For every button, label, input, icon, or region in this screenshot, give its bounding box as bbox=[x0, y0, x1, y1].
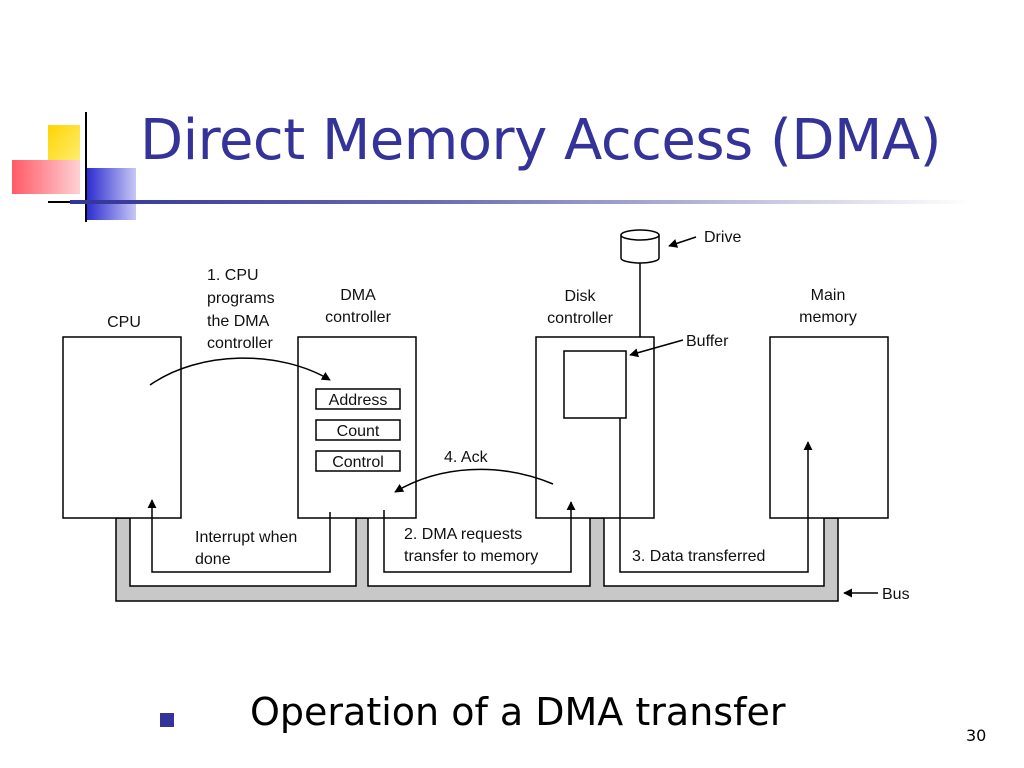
register-count-label: Count bbox=[337, 423, 380, 440]
drive-label-arrow bbox=[668, 236, 697, 248]
cpu-label: CPU bbox=[107, 314, 141, 331]
step2-arrow bbox=[383, 501, 576, 573]
decorative-squares bbox=[12, 112, 136, 222]
bus-label: Bus bbox=[882, 586, 910, 603]
buffer-box bbox=[563, 350, 627, 419]
main-memory-label-line2: memory bbox=[799, 309, 857, 326]
disk-controller-label-line2: controller bbox=[547, 310, 613, 327]
step1-label-line1: 1. CPU bbox=[207, 267, 259, 284]
step1-arrow bbox=[149, 357, 331, 386]
step4-arrow bbox=[394, 468, 554, 493]
buffer-label: Buffer bbox=[686, 333, 729, 350]
step2-label-line2: transfer to memory bbox=[404, 548, 538, 565]
register-control-label: Control bbox=[332, 454, 384, 471]
caption-bullet bbox=[160, 713, 174, 727]
main-memory-box bbox=[769, 336, 889, 519]
buffer-label-arrow bbox=[629, 339, 684, 358]
title-underline bbox=[70, 200, 970, 204]
drive-icon bbox=[620, 229, 660, 264]
slide-caption: Operation of a DMA transfer bbox=[250, 690, 786, 734]
step1-label-line4: controller bbox=[207, 335, 273, 352]
dma-controller-label-line1: DMA bbox=[340, 287, 376, 304]
main-memory-label-line1: Main bbox=[811, 287, 846, 304]
step1-label-line3: the DMA bbox=[207, 313, 270, 330]
interrupt-arrow bbox=[147, 499, 331, 573]
dma-controller-label-line2: controller bbox=[325, 309, 391, 326]
register-control-box bbox=[315, 450, 401, 472]
interrupt-label-line1: Interrupt when bbox=[195, 529, 297, 546]
step2-label-line1: 2. DMA requests bbox=[404, 526, 522, 543]
slide-title: Direct Memory Access (DMA) bbox=[140, 108, 941, 173]
cpu-box bbox=[62, 336, 182, 519]
step1-label-line2: programs bbox=[207, 290, 275, 307]
drive-label: Drive bbox=[704, 229, 741, 246]
page-number: 30 bbox=[966, 726, 987, 745]
disk-controller-label-line1: Disk bbox=[564, 288, 596, 305]
register-address-label: Address bbox=[329, 392, 388, 409]
step3-label: 3. Data transferred bbox=[632, 548, 765, 565]
step4-label: 4. Ack bbox=[444, 449, 489, 466]
register-count-box bbox=[315, 419, 401, 441]
step3-arrow bbox=[619, 418, 813, 573]
interrupt-label-line2: done bbox=[195, 551, 231, 568]
register-address-box bbox=[315, 388, 401, 410]
red-square bbox=[12, 160, 80, 194]
blue-square bbox=[86, 168, 136, 220]
